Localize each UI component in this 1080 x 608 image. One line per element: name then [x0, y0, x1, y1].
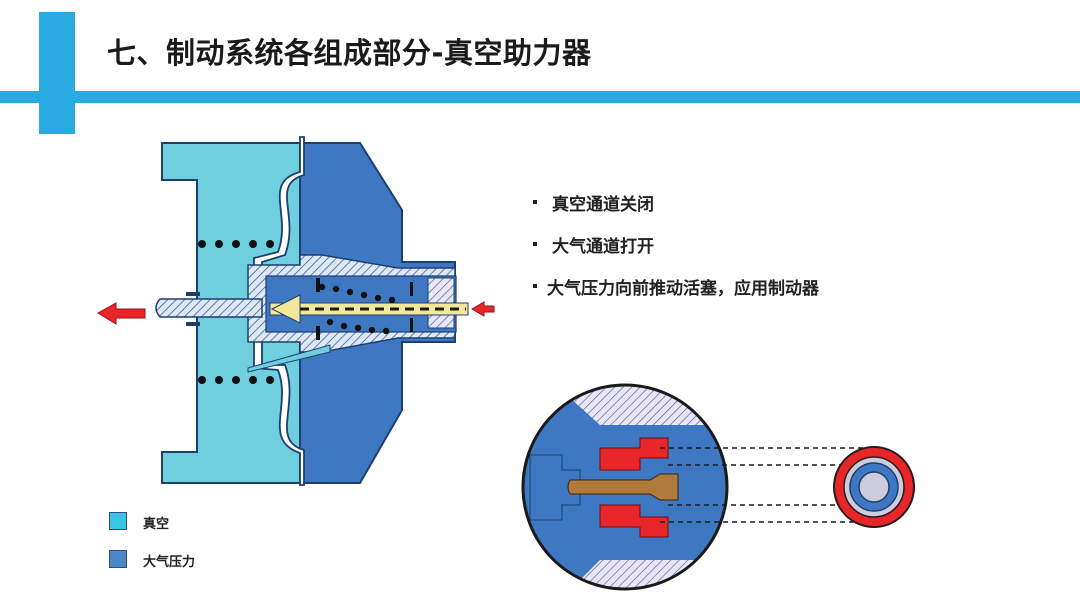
input-pushrod	[269, 294, 469, 324]
legend-label: 真空	[143, 517, 170, 532]
vacuum-passage	[247, 344, 331, 373]
diaphragm-spring-lower	[198, 376, 274, 384]
output-pushrod	[155, 298, 263, 318]
title-accent-block	[39, 12, 75, 134]
slide-title: 七、制动系统各组成部分-真空助力器	[107, 36, 592, 70]
front-mount-studs	[186, 292, 200, 326]
return-spring	[316, 278, 413, 340]
valve-seal-end-view	[833, 446, 915, 528]
bullet-text: 大气通道打开	[552, 237, 654, 257]
legend-swatch	[109, 550, 127, 568]
bullet-dot	[533, 242, 537, 246]
magnified-valve-detail	[521, 383, 729, 591]
magnifier-guide-lines	[660, 447, 880, 523]
output-force-arrow	[97, 302, 146, 325]
legend-label: 大气压力	[143, 555, 196, 570]
diaphragm-spring-upper	[198, 240, 274, 248]
legend-swatch	[109, 512, 127, 530]
bullet-text: 真空通道关闭	[552, 195, 654, 215]
title-accent-bar	[0, 91, 1080, 103]
bullet-text: 大气压力向前推动活塞，应用制动器	[547, 279, 819, 299]
bullet-dot	[533, 284, 537, 288]
input-force-arrow	[471, 301, 495, 317]
diaphragm	[253, 136, 305, 486]
bullet-dot	[533, 200, 537, 204]
